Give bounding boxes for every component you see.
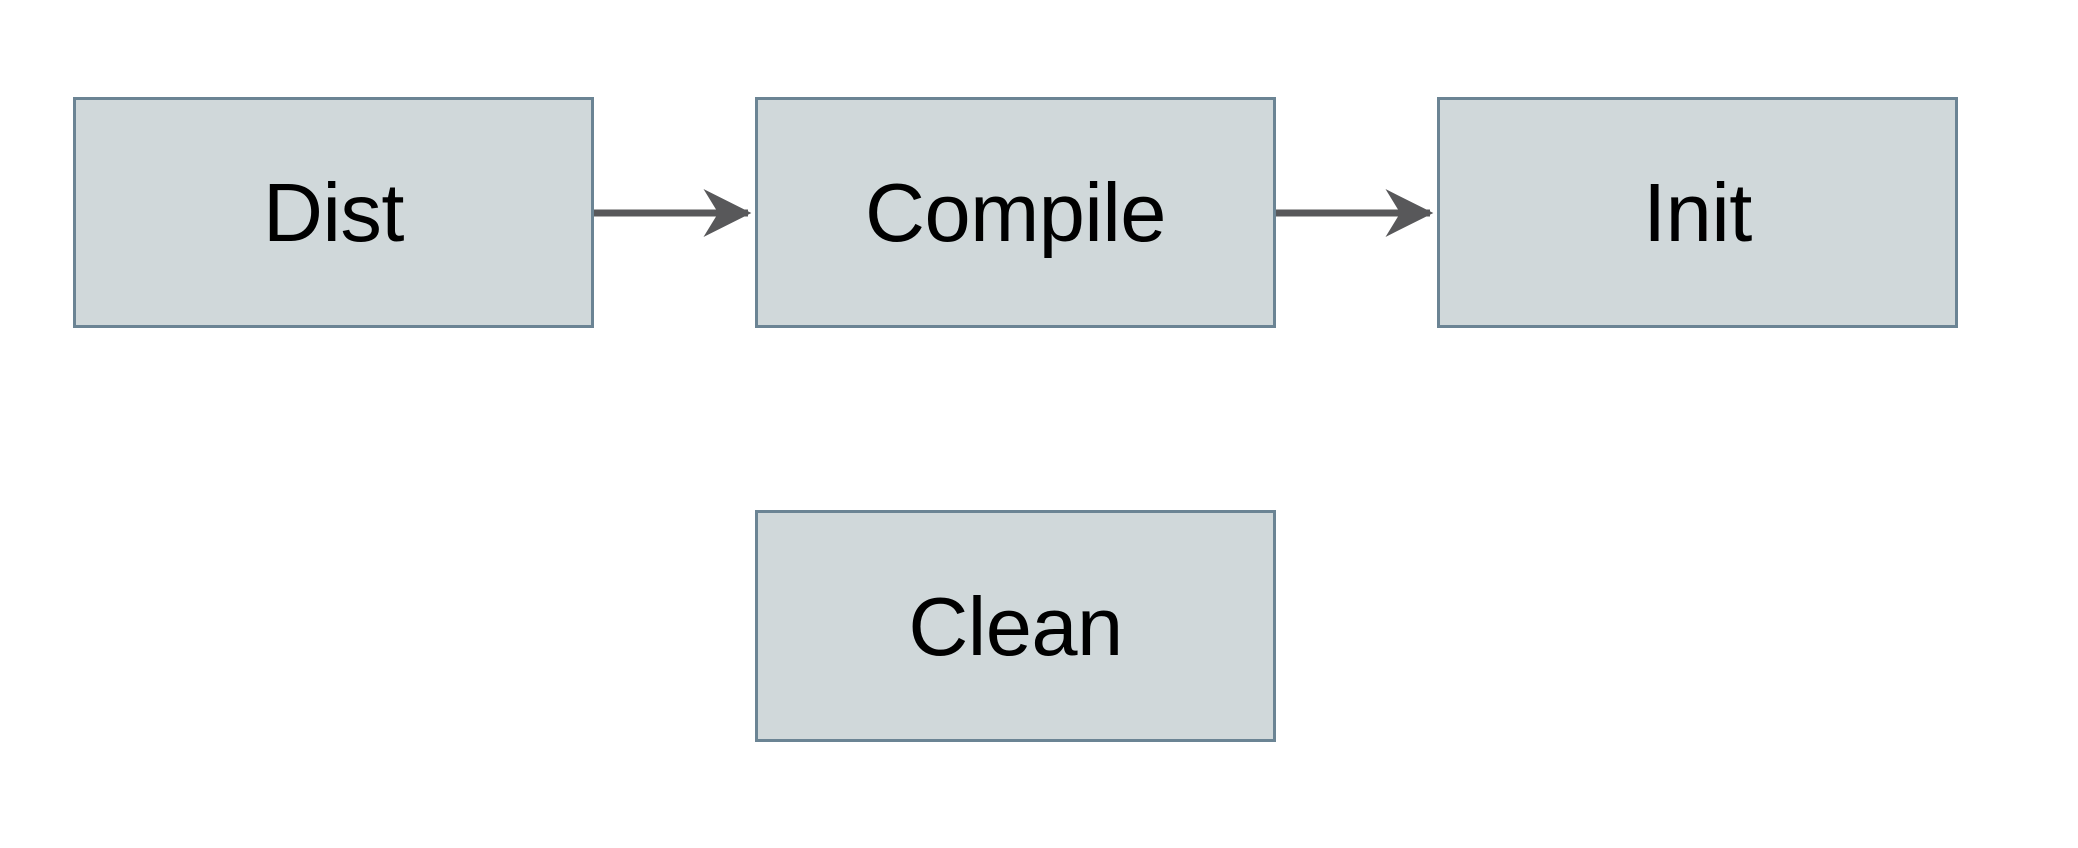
node-clean[interactable]: Clean	[755, 510, 1276, 742]
node-init[interactable]: Init	[1437, 97, 1958, 328]
node-compile-label: Compile	[865, 166, 1166, 259]
node-compile[interactable]: Compile	[755, 97, 1276, 328]
node-dist-label: Dist	[263, 166, 404, 259]
node-dist[interactable]: Dist	[73, 97, 594, 328]
node-clean-label: Clean	[908, 579, 1123, 673]
node-init-label: Init	[1643, 166, 1752, 259]
